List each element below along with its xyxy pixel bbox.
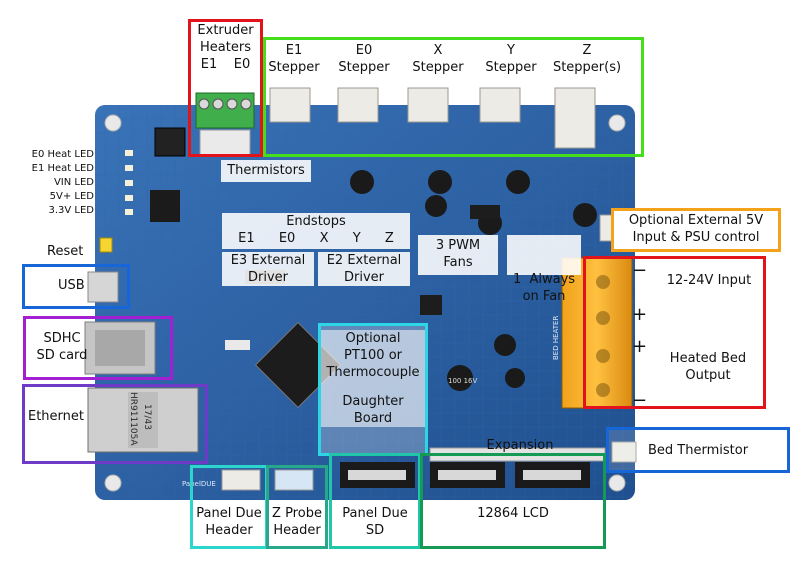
pt100-line3: Thermocouple: [326, 365, 420, 380]
pt100-line5: Daughter: [342, 394, 404, 409]
stepper-z-bottom: Stepper(s): [552, 60, 622, 75]
endstop-e1: E1: [238, 231, 255, 246]
always-fan-label: 1 Always on Fan: [507, 235, 581, 304]
stepper-e0-bottom: Stepper: [338, 60, 390, 75]
stepper-y-label: Y Stepper: [482, 42, 540, 76]
ethernet-label: Ethernet: [28, 409, 84, 424]
pt100-line2: PT100 or: [343, 348, 403, 363]
ext5v-box: [611, 208, 781, 252]
stepper-y-top: Y: [507, 43, 515, 58]
endstops-label: Endstops E1 E0 X Y Z: [222, 213, 410, 249]
pwm-fans-line2: Fans: [443, 255, 473, 270]
sign-minus-2: −: [632, 390, 648, 411]
usb-box: [22, 264, 130, 309]
e3-driver-line1: E3 External: [230, 253, 306, 268]
stepper-e1-top: E1: [285, 43, 303, 58]
e3-driver-line2: Driver: [247, 270, 288, 285]
steppers-box: [263, 37, 644, 157]
heated-bed-line2: Output: [685, 368, 731, 383]
paneldue-silk: PanelDUE: [182, 480, 216, 488]
extruder-heaters-line2: Heaters: [200, 40, 251, 55]
endstop-axes: E1 E0 X Y Z: [222, 230, 410, 247]
paneldue-sd-line1: Panel Due: [342, 506, 408, 521]
stepper-y-bottom: Stepper: [485, 60, 537, 75]
extruder-heaters-box: [188, 19, 263, 157]
paneldue-sd-box: [329, 453, 421, 549]
pt100-spacer: [321, 381, 425, 393]
ext5v-line2: Input & PSU control: [632, 230, 760, 245]
stepper-x-label: X Stepper: [410, 42, 466, 76]
stepper-x-top: X: [433, 43, 443, 58]
paneldue-sd-line2: SD: [365, 523, 385, 538]
led-3v3: 3.3V LED: [48, 205, 94, 216]
sdhc-line1: SDHC: [43, 331, 81, 346]
ext5v-label: Optional External 5V Input & PSU control: [614, 212, 778, 246]
stepper-x-bottom: Stepper: [412, 60, 464, 75]
led-e1-heat: E1 Heat LED: [31, 163, 94, 174]
always-fan-line2: on Fan: [522, 289, 566, 304]
usb-label: USB: [58, 278, 85, 293]
power-input-label: 12-24V Input: [666, 273, 752, 288]
lcd-label: 12864 LCD: [477, 506, 549, 521]
power-box: [583, 256, 766, 409]
paneldue-header-line1: Panel Due: [196, 506, 262, 521]
bed-thermistor-label: Bed Thermistor: [648, 443, 749, 458]
endstop-z: Z: [384, 231, 394, 246]
endstop-y: Y: [352, 231, 361, 246]
endstop-x: X: [319, 231, 329, 246]
lcd-box: [420, 453, 606, 549]
led-5v: 5V+ LED: [49, 191, 94, 202]
sign-plus-2: +: [632, 336, 648, 357]
sdhc-box: [23, 316, 173, 380]
stepper-z-label: Z Stepper(s): [552, 42, 622, 76]
pwm-fans-label: 3 PWM Fans: [418, 235, 498, 275]
pt100-label: Optional PT100 or Thermocouple Daughter …: [321, 330, 425, 427]
zprobe-header-box: [266, 465, 328, 549]
expansion-label: Expansion: [486, 438, 554, 453]
endstops-title: Endstops: [286, 214, 346, 229]
bed-thermistor-box: [606, 427, 790, 473]
reset-label: Reset: [47, 244, 84, 259]
e2-driver-line1: E2 External: [326, 253, 402, 268]
zprobe-header-line1: Z Probe: [272, 506, 322, 521]
e2-driver-line2: Driver: [343, 270, 384, 285]
sign-minus-1: −: [632, 260, 648, 281]
sdhc-line2: SD card: [36, 348, 88, 363]
stepper-e0-top: E0: [355, 43, 373, 58]
led-labels: E0 Heat LED E1 Heat LED VIN LED 5V+ LED …: [20, 148, 94, 218]
ethernet-box: [22, 384, 208, 464]
ext5v-line1: Optional External 5V: [628, 213, 764, 228]
paneldue-header-line2: Header: [205, 523, 253, 538]
always-fan-line1: 1 Always: [512, 272, 576, 287]
endstop-e0: E0: [278, 231, 296, 246]
extruder-heaters-e1-e0: E1 E0: [200, 57, 251, 72]
led-e0-heat: E0 Heat LED: [31, 149, 94, 160]
led-vin: VIN LED: [53, 177, 94, 188]
stepper-e1-bottom: Stepper: [268, 60, 320, 75]
pt100-line1: Optional: [345, 331, 401, 346]
pt100-line6: Board: [353, 411, 393, 426]
sdhc-label: SDHC SD card: [32, 330, 92, 364]
capacitor-label: 100 16V: [448, 377, 478, 385]
extruder-heaters-line1: Extruder: [197, 23, 254, 38]
extruder-heaters-title: Extruder Heaters E1 E0: [191, 22, 260, 73]
heated-bed-line1: Heated Bed: [669, 351, 747, 366]
stepper-z-top: Z: [582, 43, 592, 58]
thermistors-label: Thermistors: [221, 160, 311, 182]
pwm-fans-line1: 3 PWM: [435, 238, 481, 253]
zprobe-header-line2: Header: [273, 523, 321, 538]
sign-plus-1: +: [632, 304, 648, 325]
